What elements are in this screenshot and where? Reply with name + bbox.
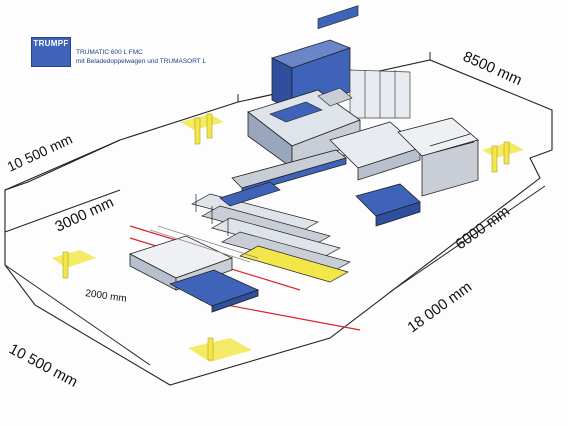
sorting-system <box>191 181 351 283</box>
dim-left-middle: 3000 mm <box>53 194 117 236</box>
loading-gantry <box>329 117 479 227</box>
dim-left-upper: 10 500 mm <box>5 131 75 175</box>
rail-tracks <box>149 225 259 263</box>
dim-bottom-inner: 2000 mm <box>85 288 128 305</box>
dimension-lines <box>4 52 546 366</box>
logo-text: TRUMPF <box>33 39 69 48</box>
dim-bottom-right: 18 000 mm <box>404 278 475 336</box>
dim-bottom-left: 10 500 mm <box>6 341 80 391</box>
trumpf-logo: TRUMPF <box>31 37 71 67</box>
safety-fence <box>349 69 411 119</box>
dim-right-middle: 6000 mm <box>452 203 513 254</box>
safety-zone-markers <box>52 113 524 362</box>
punching-machine <box>247 5 361 169</box>
product-subtitle: mit Beladedoppelwagen und TRUMASORT L <box>76 58 207 65</box>
floor-outline <box>4 59 553 386</box>
product-title: TRUMATIC 600 L FMC <box>76 49 143 56</box>
dim-top-right: 8500 mm <box>460 48 524 89</box>
storage-tables <box>128 235 260 313</box>
